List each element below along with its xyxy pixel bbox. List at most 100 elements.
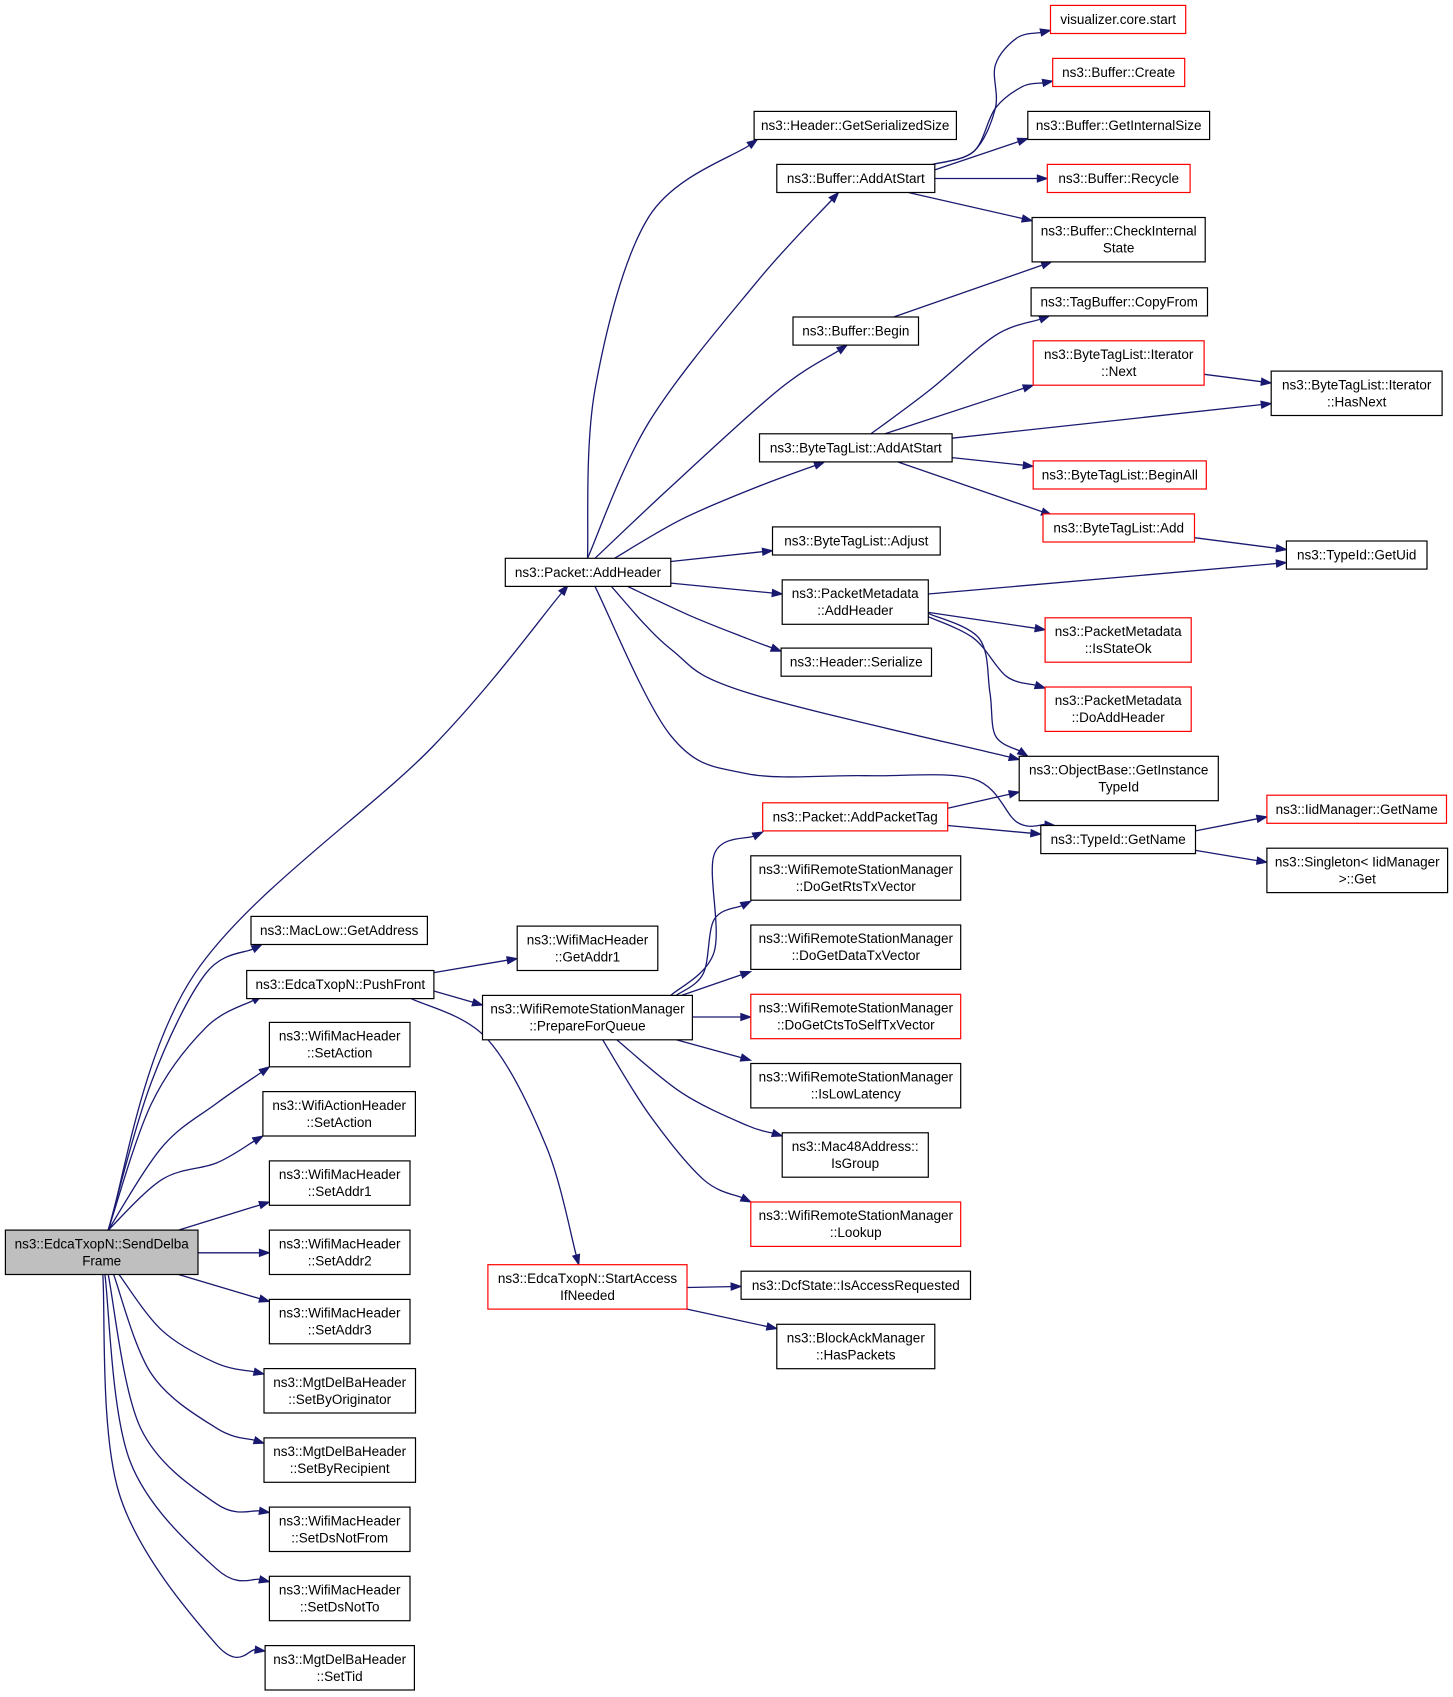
node-label-line: ns3::TypeId::GetUid: [1297, 548, 1416, 563]
edge-packet-metadata-add-header-to-typeid-get-uid: [928, 559, 1288, 595]
edge-line: [102, 1274, 256, 1658]
arrowhead-icon: [1041, 78, 1055, 88]
node-box: [1027, 110, 1211, 141]
node-wifi-mac-get-addr1[interactable]: ns3::WifiMacHeader::GetAddr1: [516, 925, 659, 972]
node-label-line: ::Lookup: [830, 1225, 882, 1240]
node-tagbuffer-copy-from[interactable]: ns3::TagBuffer::CopyFrom: [1030, 287, 1209, 317]
node-header-serialize[interactable]: ns3::Header::Serialize: [780, 647, 933, 677]
edge-line: [594, 350, 840, 559]
node-add-header[interactable]: ns3::Packet::AddHeader: [504, 557, 672, 587]
edge-packet-metadata-add-header-to-packet-metadata-is-state-ok: [928, 611, 1047, 633]
node-bytetaglist-add[interactable]: ns3::ByteTagList::Add: [1042, 513, 1196, 543]
node-wifi-mac-set-action[interactable]: ns3::WifiMacHeader::SetAction: [268, 1021, 411, 1068]
node-label-line: ns3::ObjectBase::GetInstance: [1029, 762, 1208, 777]
node-set-addr3[interactable]: ns3::WifiMacHeader::SetAddr3: [268, 1298, 411, 1345]
node-do-get-data-tx-vector[interactable]: ns3::WifiRemoteStationManager::DoGetData…: [750, 924, 962, 971]
arrowhead-icon: [1016, 747, 1030, 758]
node-set-ds-not-from[interactable]: ns3::WifiMacHeader::SetDsNotFrom: [268, 1506, 411, 1553]
node-get-serialized-size[interactable]: ns3::Header::GetSerializedSize: [753, 110, 957, 141]
node-station-lookup[interactable]: ns3::WifiRemoteStationManager::Lookup: [750, 1201, 962, 1248]
node-do-get-cts-to-self-tx-vector[interactable]: ns3::WifiRemoteStationManager::DoGetCtsT…: [750, 993, 962, 1040]
arrowhead-icon: [770, 1128, 784, 1138]
node-bytetaglist-adjust[interactable]: ns3::ByteTagList::Adjust: [771, 526, 941, 556]
arrowhead-icon: [739, 1193, 753, 1203]
node-mac48-is-group[interactable]: ns3::Mac48Address::IsGroup: [781, 1132, 929, 1178]
arrowhead-icon: [1036, 174, 1049, 183]
node-box: [516, 925, 659, 972]
node-packet-metadata-do-add-header[interactable]: ns3::PacketMetadata::DoAddHeader: [1044, 686, 1192, 733]
node-set-by-originator[interactable]: ns3::MgtDelBaHeader::SetByOriginator: [263, 1367, 417, 1414]
node-box: [1266, 847, 1449, 894]
node-set-by-recipient[interactable]: ns3::MgtDelBaHeader::SetByRecipient: [263, 1437, 417, 1483]
edge-send-delba-to-set-ds-not-from: [107, 1274, 271, 1516]
node-box: [4, 1229, 199, 1276]
node-dcfstate-is-access-requested[interactable]: ns3::DcfState::IsAccessRequested: [740, 1270, 972, 1300]
arrowhead-icon: [1033, 680, 1047, 690]
node-box: [750, 855, 962, 901]
node-set-tid[interactable]: ns3::MgtDelBaHeader::SetTid: [264, 1644, 416, 1691]
arrowhead-icon: [769, 643, 783, 652]
node-prepare-for-queue[interactable]: ns3::WifiRemoteStationManager::PrepareFo…: [481, 994, 693, 1041]
node-visualizer-start[interactable]: visualizer.core.start: [1049, 4, 1187, 35]
edge-line: [610, 585, 1010, 758]
node-box: [1042, 513, 1196, 543]
node-label-line: ns3::ByteTagList::BeginAll: [1042, 468, 1198, 483]
arrowhead-icon: [571, 1253, 581, 1267]
node-blockack-has-packets[interactable]: ns3::BlockAckManager::HasPackets: [776, 1323, 936, 1370]
node-set-ds-not-to[interactable]: ns3::WifiMacHeader::SetDsNotTo: [268, 1575, 411, 1622]
node-push-front[interactable]: ns3::EdcaTxopN::PushFront: [246, 969, 435, 1000]
node-label-line: ::SetAction: [307, 1046, 372, 1061]
node-buffer-create[interactable]: ns3::Buffer::Create: [1052, 57, 1186, 88]
node-box: [758, 433, 953, 463]
node-label-line: ::SetByOriginator: [288, 1392, 391, 1407]
node-iterator-has-next[interactable]: ns3::ByteTagList::Iterator::HasNext: [1270, 370, 1443, 417]
node-label-line: ns3::PacketMetadata: [1055, 624, 1182, 639]
edge-packet-metadata-add-header-to-object-base-get-instance-typeid: [928, 612, 1030, 758]
edge-bytetaglist-add-to-typeid-get-uid: [1194, 537, 1288, 553]
node-typeid-get-uid[interactable]: ns3::TypeId::GetUid: [1285, 540, 1428, 570]
edge-prepare-for-queue-to-station-lookup: [602, 1039, 753, 1203]
edge-push-front-to-start-access-if-needed: [410, 998, 581, 1267]
node-packet-metadata-is-state-ok[interactable]: ns3::PacketMetadata::IsStateOk: [1044, 617, 1192, 663]
edge-line: [586, 144, 750, 559]
edge-send-delba-to-mac-low-get-address: [107, 943, 264, 1231]
node-iterator-next[interactable]: ns3::ByteTagList::Iterator::Next: [1032, 340, 1205, 386]
arrowhead-icon: [740, 1012, 753, 1022]
edge-line: [681, 974, 742, 997]
node-set-addr1[interactable]: ns3::WifiMacHeader::SetAddr1: [268, 1160, 411, 1206]
node-singleton-get[interactable]: ns3::Singleton< IidManager>::Get: [1266, 847, 1449, 894]
node-do-get-rts-tx-vector[interactable]: ns3::WifiRemoteStationManager::DoGetRtsT…: [750, 855, 962, 901]
node-label-line: ::SetDsNotTo: [300, 1600, 380, 1615]
node-buffer-recycle[interactable]: ns3::Buffer::Recycle: [1046, 163, 1191, 194]
node-box: [264, 1644, 416, 1691]
node-bytetaglist-add-at-start[interactable]: ns3::ByteTagList::AddAtStart: [758, 433, 953, 463]
node-typeid-get-name[interactable]: ns3::TypeId::GetName: [1040, 824, 1197, 855]
node-bytetaglist-begin-all[interactable]: ns3::ByteTagList::BeginAll: [1032, 460, 1207, 490]
node-label-line: ns3::Packet::AddPacketTag: [773, 809, 938, 824]
node-set-addr2[interactable]: ns3::WifiMacHeader::SetAddr2: [268, 1229, 411, 1276]
node-mac-low-get-address[interactable]: ns3::MacLow::GetAddress: [250, 915, 428, 946]
node-packet-add-packet-tag[interactable]: ns3::Packet::AddPacketTag: [762, 802, 949, 832]
edge-prepare-for-queue-to-do-get-data-tx-vector: [681, 970, 753, 997]
arrowhead-icon: [739, 970, 753, 980]
node-buffer-get-internal-size[interactable]: ns3::Buffer::GetInternalSize: [1027, 110, 1211, 141]
node-label-line: ns3::Header::GetSerializedSize: [761, 118, 949, 133]
edge-typeid-get-name-to-iidmanager-get-name: [1195, 814, 1269, 832]
arrowhead-icon: [252, 1367, 266, 1376]
node-box: [1266, 794, 1448, 824]
node-box: [762, 802, 949, 832]
node-is-low-latency[interactable]: ns3::WifiRemoteStationManager::IsLowLate…: [750, 1062, 962, 1109]
edge-add-header-to-buffer-begin: [594, 344, 849, 559]
node-box: [781, 1132, 929, 1178]
node-buffer-begin[interactable]: ns3::Buffer::Begin: [792, 316, 920, 346]
node-wifi-action-set-action[interactable]: ns3::WifiActionHeader::SetAction: [262, 1090, 416, 1137]
node-buffer-add-at-start[interactable]: ns3::Buffer::AddAtStart: [776, 163, 936, 194]
node-iidmanager-get-name[interactable]: ns3::IidManager::GetName: [1266, 794, 1448, 824]
node-packet-metadata-add-header[interactable]: ns3::PacketMetadata::AddHeader: [781, 579, 929, 625]
edge-add-header-to-get-serialized-size: [586, 138, 759, 559]
